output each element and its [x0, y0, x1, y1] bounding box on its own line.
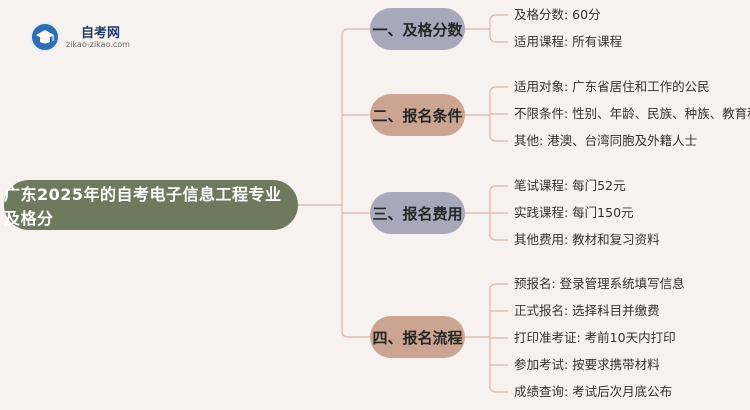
leaf-item: 成绩查询: 考试后次月底公布	[514, 384, 673, 399]
root-node: 广东2025年的自考电子信息工程专业及格分	[4, 180, 298, 230]
graduation-cap-icon	[30, 22, 60, 52]
leaf-item: 打印准考证: 考前10天内打印	[514, 330, 676, 345]
logo-name: 自考网	[81, 26, 121, 41]
logo-url: zikao-zikao.com	[66, 40, 130, 49]
branch-node-process: 四、报名流程	[370, 316, 465, 358]
branch-label: 一、及格分数	[372, 20, 463, 39]
leaf-item: 笔试课程: 每门52元	[514, 178, 626, 193]
leaf-item: 预报名: 登录管理系统填写信息	[514, 276, 685, 291]
root-node-label: 广东2025年的自考电子信息工程专业及格分	[4, 185, 282, 228]
branch-node-passing-score: 一、及格分数	[370, 8, 465, 50]
leaf-item: 及格分数: 60分	[514, 7, 601, 22]
branch-node-requirements: 二、报名条件	[370, 94, 465, 136]
branch-label: 二、报名条件	[372, 106, 463, 125]
branch-label: 三、报名费用	[372, 204, 463, 223]
branch-label: 四、报名流程	[372, 328, 463, 347]
leaf-item: 实践课程: 每门150元	[514, 205, 634, 220]
branch-node-fees: 三、报名费用	[370, 192, 465, 234]
leaf-item: 正式报名: 选择科目并缴费	[514, 303, 660, 318]
leaf-item: 其他: 港澳、台湾同胞及外籍人士	[514, 133, 698, 148]
leaf-item: 参加考试: 按要求携带材料	[514, 357, 660, 372]
leaf-item: 不限条件: 性别、年龄、民族、种族、教育程度	[514, 106, 750, 121]
leaf-item: 适用课程: 所有课程	[514, 34, 623, 49]
leaf-item: 适用对象: 广东省居住和工作的公民	[514, 79, 710, 94]
leaf-item: 其他费用: 教材和复习资料	[514, 232, 660, 247]
